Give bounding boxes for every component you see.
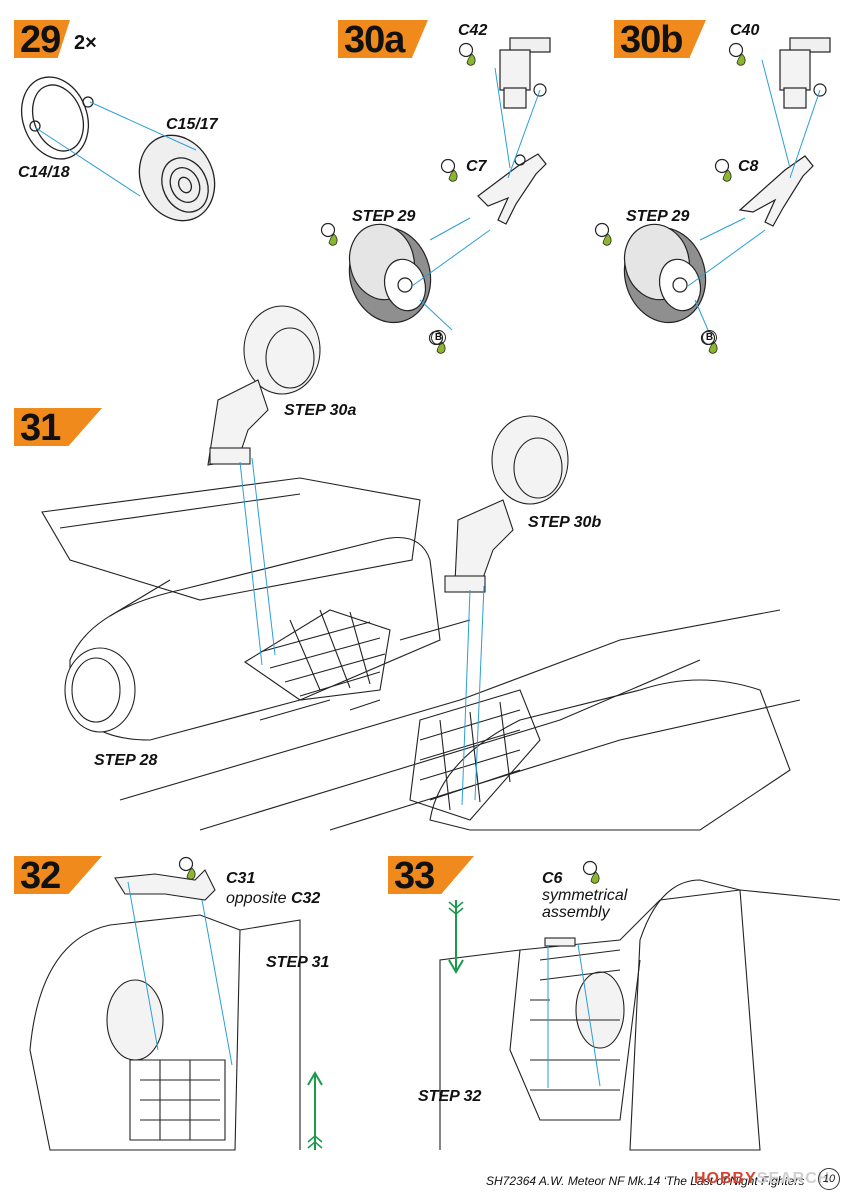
part-label-c14-18: C14/18 bbox=[18, 164, 70, 181]
step-number: 30b bbox=[620, 19, 683, 61]
step-number: 31 bbox=[20, 407, 61, 449]
footer-caption: SH72364 A.W. Meteor NF Mk.14 ‘The Last o… bbox=[486, 1174, 808, 1188]
part-label-c8: C8 bbox=[738, 158, 759, 175]
step29-drawing bbox=[21, 76, 216, 222]
step-ref-30b: STEP 30b bbox=[528, 514, 602, 531]
step-ref-32: STEP 32 bbox=[418, 1088, 482, 1105]
step33-drawing bbox=[439, 879, 841, 1151]
step-ref-29a: STEP 29 bbox=[352, 208, 416, 225]
part-label-c6: C6 bbox=[542, 870, 563, 887]
opposite-word: opposite bbox=[226, 890, 287, 907]
part-label-c40: C40 bbox=[730, 22, 760, 39]
step-ref-29b: STEP 29 bbox=[626, 208, 690, 225]
step-flag bbox=[338, 20, 428, 58]
page-number: 10 bbox=[818, 1168, 840, 1190]
watermark-part-b: SEARCH bbox=[756, 1170, 831, 1187]
part-label-c32: C32 bbox=[290, 890, 321, 907]
step-flag bbox=[614, 20, 706, 58]
step-ref-30a: STEP 30a bbox=[284, 402, 357, 419]
opposite-note: opposite C32 bbox=[226, 890, 320, 908]
step32-drawing bbox=[29, 869, 323, 1151]
part-label-c15-17: C15/17 bbox=[166, 116, 218, 133]
watermark-part-a: HOBBY bbox=[694, 1170, 757, 1187]
paint-code-b-30a: B bbox=[431, 330, 446, 345]
step-ref-28: STEP 28 bbox=[94, 752, 158, 769]
paint-code-b-30b: B bbox=[702, 330, 717, 345]
step30a-drawing bbox=[348, 37, 551, 331]
step-ref-31: STEP 31 bbox=[266, 954, 330, 971]
part-label-c7: C7 bbox=[466, 158, 487, 175]
step31-drawing bbox=[41, 305, 801, 831]
part-label-c42: C42 bbox=[458, 22, 488, 39]
step-number: 32 bbox=[20, 855, 61, 897]
part-label-c31: C31 bbox=[226, 870, 256, 887]
step30b-drawing bbox=[623, 37, 831, 331]
multiplier: 2× bbox=[74, 32, 97, 54]
step-number: 30a bbox=[344, 19, 405, 61]
step-number: 33 bbox=[394, 855, 435, 897]
watermark-logo: HOBBYSEARCH bbox=[694, 1170, 830, 1188]
symmetrical-note-line2: assembly bbox=[542, 904, 610, 921]
symmetrical-note-line1: symmetrical bbox=[542, 887, 628, 904]
step-number: 29 bbox=[20, 19, 61, 61]
